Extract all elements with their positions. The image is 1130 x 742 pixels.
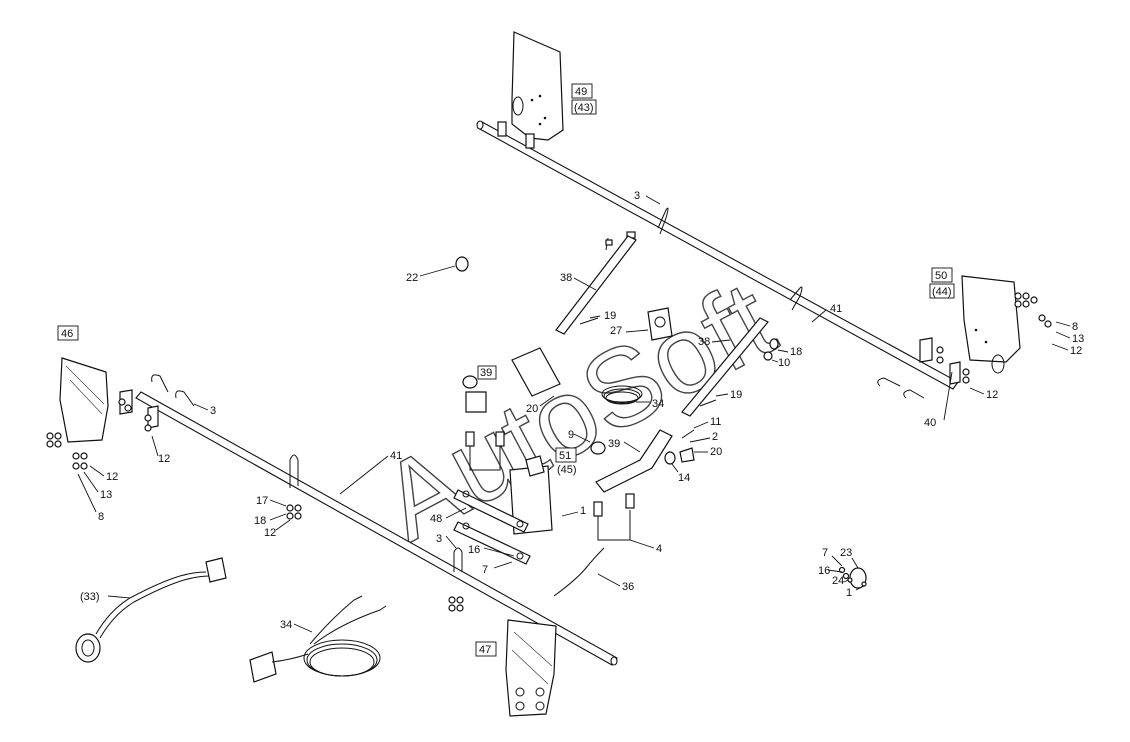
washer-14: [664, 451, 676, 465]
label-47: 47: [479, 644, 491, 656]
u-bolt-3-upper: [605, 207, 669, 251]
mud-flap-50: [919, 275, 1021, 385]
harness-33: [75, 557, 227, 663]
label-36: 36: [622, 581, 634, 593]
label-38-right: 38: [698, 336, 710, 348]
label-12-right-b: 12: [986, 389, 998, 401]
label-44: (44): [932, 286, 952, 298]
label-box-39-left: [477, 365, 497, 380]
bracket-51: [453, 455, 553, 565]
label-11: 11: [710, 416, 721, 428]
label-22: 22: [406, 272, 418, 284]
label-39-left: 39: [480, 367, 492, 379]
label-41-lower: 41: [390, 450, 402, 462]
label-19-lower: 19: [730, 389, 742, 401]
u-bolt-middle: [286, 454, 302, 520]
detail-cluster-right: [838, 566, 867, 589]
label-40: 40: [924, 417, 936, 429]
label-20-right: 20: [710, 446, 722, 458]
label-16-right: 16: [818, 565, 830, 577]
label-10: 10: [778, 357, 790, 369]
label-9: 9: [568, 429, 574, 441]
label-17: 17: [256, 495, 268, 507]
label-38-left: 38: [560, 272, 572, 284]
clip-20-right: [679, 447, 695, 463]
bracket-39-right: [593, 429, 673, 541]
bracket-39-left: [462, 347, 561, 471]
strut-38-right: [681, 286, 803, 417]
label-box-43: [571, 99, 597, 115]
label-18-right: 18: [790, 346, 802, 358]
light-27: [647, 307, 673, 341]
label-box-46: [57, 325, 79, 341]
bolt-11: [681, 429, 695, 439]
strut-38-left: [555, 235, 637, 335]
cable-36: [553, 547, 605, 597]
label-8-left: 8: [98, 511, 104, 523]
label-12-right-a: 12: [1070, 345, 1082, 357]
label-13-left: 13: [100, 489, 112, 501]
bolt-19-lower: [699, 399, 717, 407]
label-box-47: [475, 641, 497, 657]
mud-flap-47: [505, 619, 557, 717]
label-3-left: 3: [210, 405, 216, 417]
mud-flap-49: [497, 31, 564, 149]
nut-9: [590, 441, 606, 455]
label-3-lower: 3: [436, 533, 442, 545]
washer-18-right: [769, 338, 779, 350]
label-1-middle: 1: [580, 505, 586, 517]
u-bolt-3-lower: [448, 547, 464, 612]
label-45: (45): [557, 464, 577, 476]
label-12-left-a: 12: [158, 453, 170, 465]
bolt-19-upper: [579, 317, 599, 325]
label-14: 14: [678, 472, 690, 484]
label-16-middle: 16: [468, 544, 480, 556]
label-13-right: 13: [1072, 333, 1084, 345]
label-27: 27: [610, 325, 622, 337]
label-50: 50: [935, 270, 947, 282]
label-39-right: 39: [608, 438, 620, 450]
label-box-50: [931, 267, 953, 283]
u-bolt-left-a: [151, 374, 169, 393]
label-20-left: 20: [526, 403, 538, 415]
fasteners-right: [936, 292, 1052, 384]
label-48: 48: [430, 513, 442, 525]
u-bolt-left-b: [175, 390, 195, 407]
label-24: 24: [832, 575, 844, 587]
label-33: (33): [80, 591, 100, 603]
label-51: 51: [559, 450, 571, 462]
label-12-left-b: 12: [106, 471, 118, 483]
label-41-upper: 41: [830, 303, 842, 315]
label-box-44: [929, 283, 955, 299]
label-box-49: [571, 83, 593, 99]
label-34-large: 34: [280, 619, 292, 631]
label-46: 46: [61, 328, 73, 340]
label-19-upper: 19: [604, 310, 616, 322]
mud-flap-46: [59, 357, 159, 443]
label-12-middle: 12: [264, 527, 276, 539]
label-1-right: 1: [846, 587, 852, 599]
label-4: 4: [656, 543, 662, 555]
label-7-middle: 7: [482, 564, 488, 576]
label-8-right: 8: [1072, 321, 1078, 333]
cap-22: [455, 256, 469, 272]
label-7-right: 7: [822, 547, 828, 559]
cable-coil-34-small: [601, 385, 643, 405]
label-3-upper: 3: [634, 190, 640, 202]
label-49: 49: [575, 86, 587, 98]
label-23: 23: [840, 547, 852, 559]
lower-cross-tube: [135, 391, 618, 666]
label-18-left: 18: [254, 515, 266, 527]
cable-coil-34-large: [249, 595, 387, 683]
nut-10: [763, 351, 773, 361]
label-43: (43): [574, 102, 594, 114]
u-bolt-right-lower: [877, 377, 925, 399]
label-34-small: 34: [652, 398, 664, 410]
label-2: 2: [712, 431, 718, 443]
fasteners-left: [46, 398, 152, 470]
label-box-51: [555, 447, 577, 463]
